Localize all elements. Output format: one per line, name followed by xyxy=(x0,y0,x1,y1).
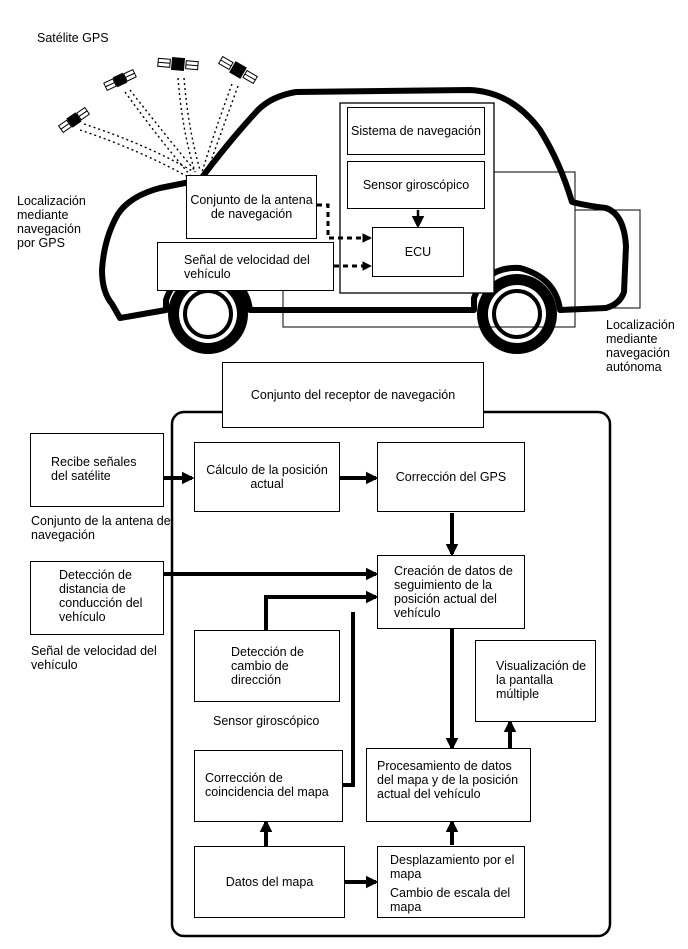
speed-signal-label: Señal de velocidad del vehículo xyxy=(184,253,310,281)
gyro-caption: Sensor giroscópico xyxy=(213,714,320,728)
ecu-box: ECU xyxy=(372,227,464,277)
tracking-data-box: Creación de datos de seguimiento de la p… xyxy=(377,555,525,629)
satellite-icon xyxy=(103,68,137,92)
signal-waves xyxy=(79,77,239,179)
gps-localization-label: Localización mediante navegación por GPS xyxy=(17,194,86,250)
wheel-icon xyxy=(168,274,248,354)
map-scroll-scale-box: Desplazamiento por el mapa Cambio de esc… xyxy=(377,846,525,918)
position-calc-box: Cálculo de la posición actual xyxy=(194,442,340,512)
receiver-title-label: Conjunto del receptor de navegación xyxy=(250,388,456,402)
direction-change-label: Detección de cambio de dirección xyxy=(231,645,304,687)
receive-signals-label: Recibe señales del satélite xyxy=(51,455,137,483)
map-processing-label: Procesamiento de datos del mapa y de la … xyxy=(377,759,519,801)
multi-display-label: Visualización de la pantalla múltiple xyxy=(496,659,587,701)
antenna-assembly-box: Conjunto de la antena de navegación xyxy=(186,175,317,239)
direction-change-box: Detección de cambio de dirección xyxy=(194,630,340,702)
gps-correction-box: Corrección del GPS xyxy=(377,442,525,512)
map-processing-box: Procesamiento de datos del mapa y de la … xyxy=(366,748,531,822)
nav-system-label: Sistema de navegación xyxy=(351,124,481,138)
autonomous-localization-label: Localización mediante navegación autónom… xyxy=(606,318,675,374)
satellite-label: Satélite GPS xyxy=(37,31,109,45)
map-match-label: Corrección de coincidencia del mapa xyxy=(205,771,329,799)
satellite-icon xyxy=(57,106,91,134)
wheel-icon xyxy=(477,274,557,354)
receiver-title-box: Conjunto del receptor de navegación xyxy=(222,362,484,428)
distance-detection-label: Detección de distancia de conducción del… xyxy=(59,568,143,624)
gyro-sensor-label: Sensor giroscópico xyxy=(362,178,470,192)
satellite-icon xyxy=(157,56,199,72)
gyro-sensor-box: Sensor giroscópico xyxy=(347,161,485,209)
distance-detection-box: Detección de distancia de conducción del… xyxy=(30,561,164,635)
antenna-assembly-label: Conjunto de la antena de navegación xyxy=(190,193,313,221)
multi-display-box: Visualización de la pantalla múltiple xyxy=(475,640,596,722)
map-match-box: Corrección de coincidencia del mapa xyxy=(194,750,343,822)
speed-caption: Señal de velocidad del vehículo xyxy=(31,644,157,672)
receive-signals-box: Recibe señales del satélite xyxy=(30,433,164,507)
gps-correction-label: Corrección del GPS xyxy=(395,470,507,484)
map-data-box: Datos del mapa xyxy=(194,846,345,918)
satellite-icon xyxy=(217,55,259,85)
nav-system-box: Sistema de navegación xyxy=(347,107,485,155)
car-body xyxy=(99,87,629,321)
ecu-label: ECU xyxy=(404,245,432,259)
map-data-label: Datos del mapa xyxy=(225,875,314,889)
position-calc-label: Cálculo de la posición actual xyxy=(206,463,328,491)
tracking-data-label: Creación de datos de seguimiento de la p… xyxy=(394,564,513,620)
antenna-caption: Conjunto de la antena de navegación xyxy=(31,514,171,542)
map-scroll-label: Desplazamiento por el mapa xyxy=(390,853,515,881)
speed-signal-box: Señal de velocidad del vehículo xyxy=(157,242,334,291)
scale-change-label: Cambio de escala del mapa xyxy=(390,886,511,914)
